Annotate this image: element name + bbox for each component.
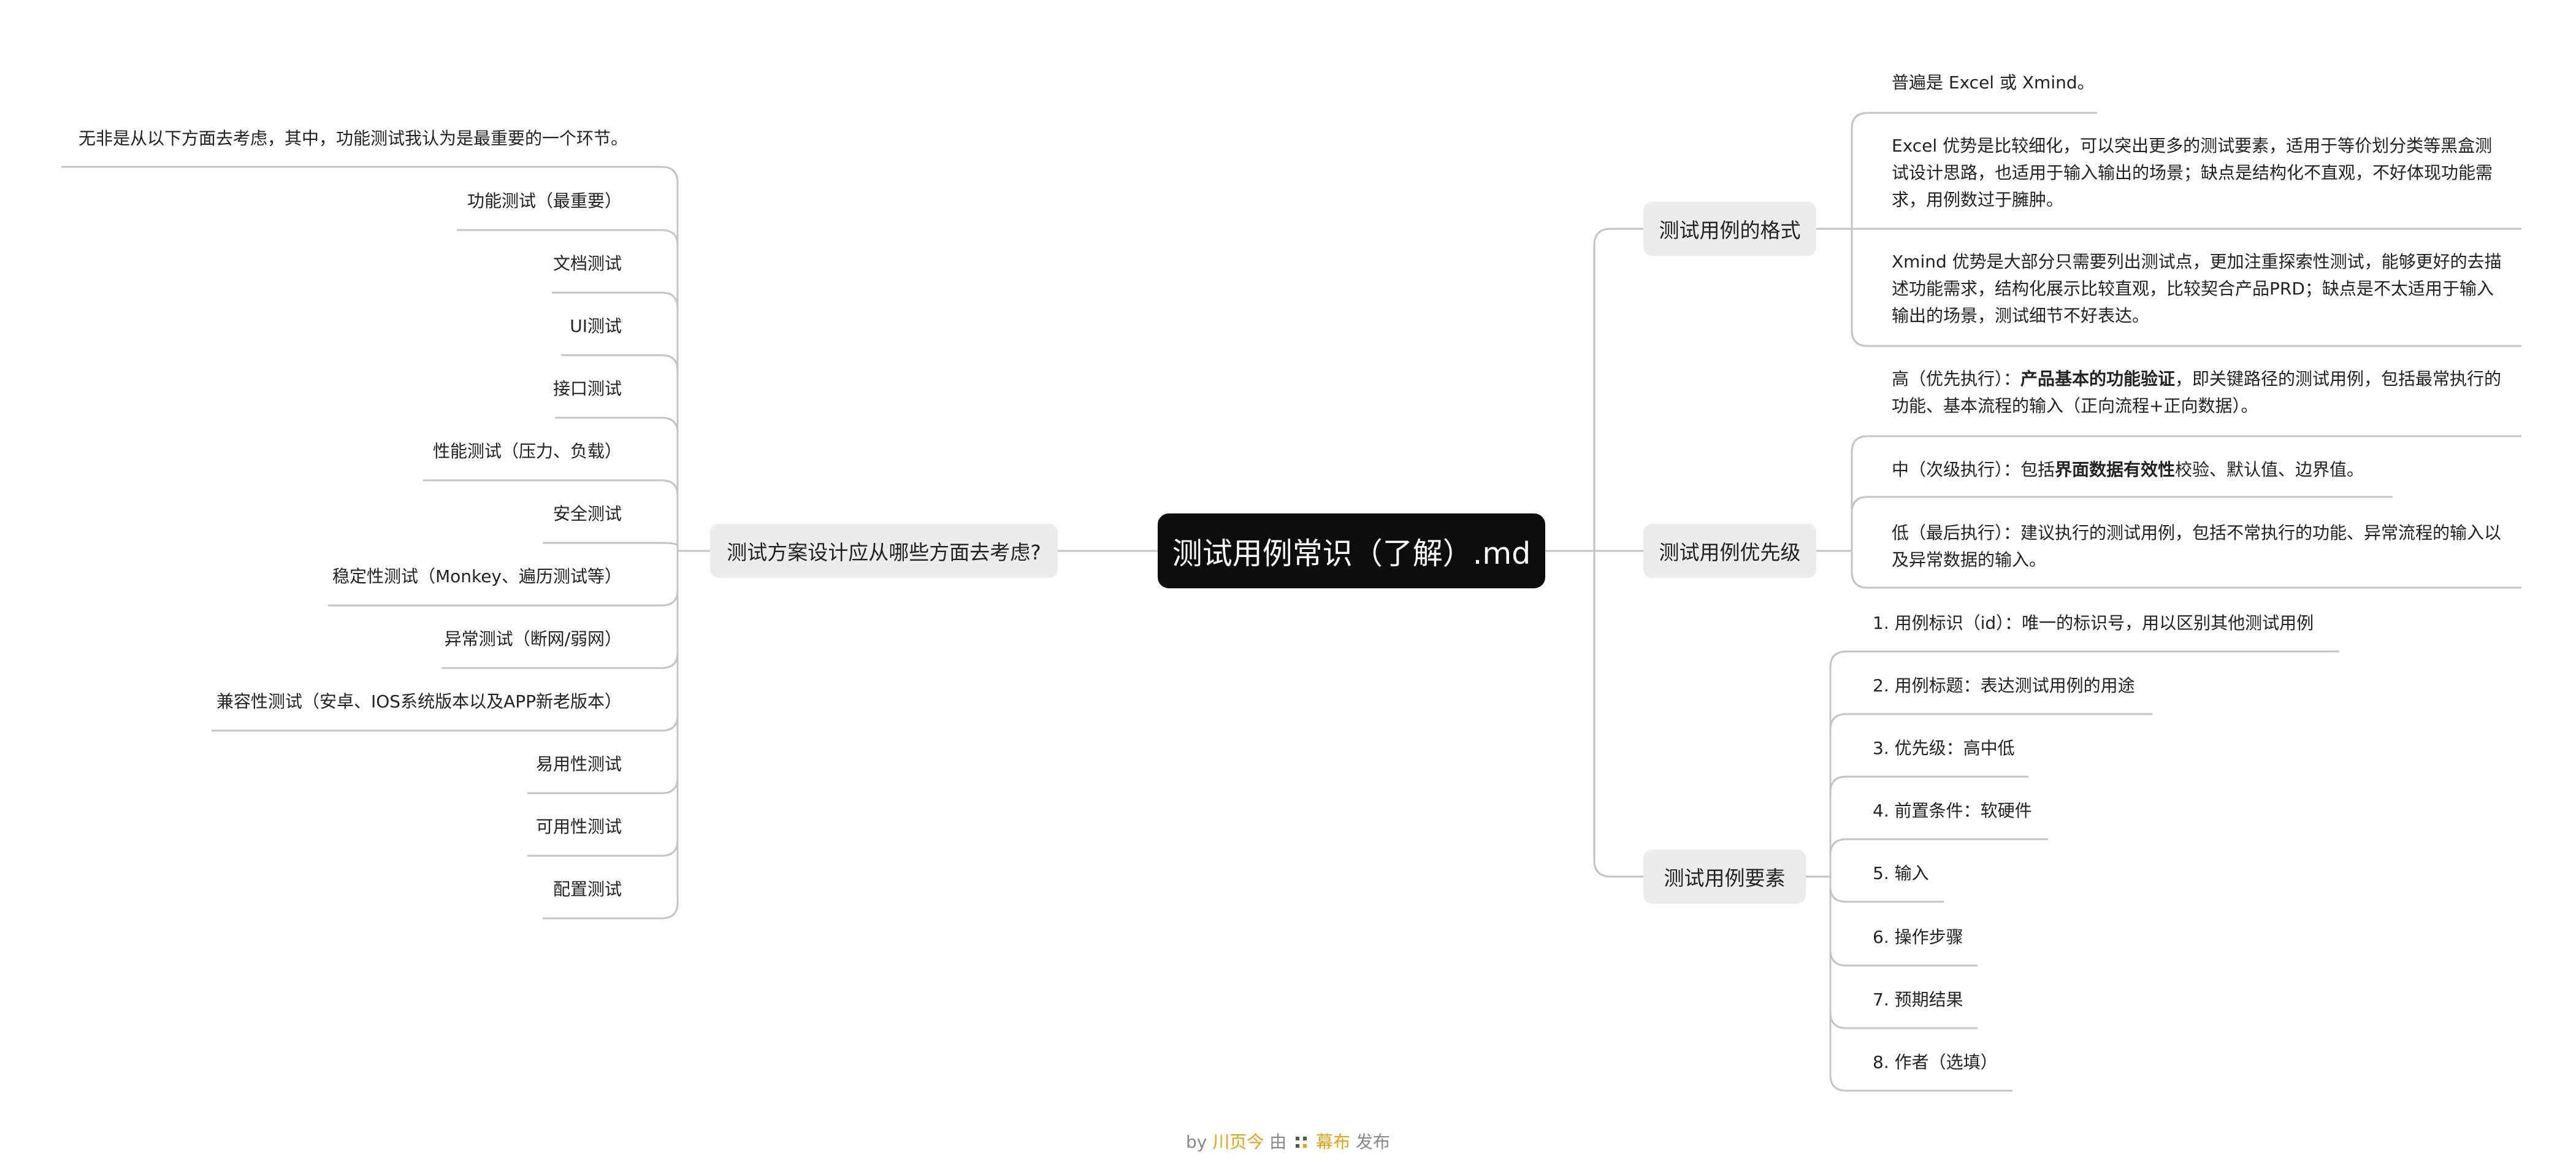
left-item-node[interactable]: 配置测试 [552,879,622,899]
footer-author-link[interactable]: 川页今 [1212,1132,1264,1152]
format-item-node[interactable]: 普遍是 Excel 或 Xmind。 [1892,72,2095,93]
left-item-node[interactable]: 文档测试 [552,253,622,274]
element-item-node[interactable]: 7. 预期结果 [1873,989,1963,1010]
root-node[interactable]: 测试用例常识（了解）.md [1158,513,1545,588]
footer-brand-link[interactable]: 幕布 [1316,1132,1351,1152]
left-item-node[interactable]: 兼容性测试（安卓、IOS系统版本以及APP新老版本） [216,691,622,712]
priority-mid-prefix: 中（次级执行）：包括 [1892,459,2055,480]
left-item-node[interactable]: 易用性测试 [535,754,622,774]
element-item-node[interactable]: 2. 用例标题：表达测试用例的用途 [1873,675,2135,696]
element-item-node[interactable]: 4. 前置条件：软硬件 [1873,801,2032,821]
left-item-node[interactable]: 接口测试 [552,378,622,399]
branch-test-design-aspects[interactable]: 测试方案设计应从哪些方面去考虑? [710,524,1058,578]
footer-by: by [1186,1132,1207,1152]
left-item-node[interactable]: 稳定性测试（Monkey、遍历测试等） [332,566,622,586]
left-item-node[interactable]: 性能测试（压力、负载） [432,441,622,461]
branch-label: 测试方案设计应从哪些方面去考虑? [727,540,1041,564]
element-item-node[interactable]: 1. 用例标识（id）：唯一的标识号，用以区别其他测试用例 [1873,613,2314,633]
footer-middle: 由 [1269,1132,1287,1152]
left-intro-node[interactable]: 无非是从以下方面去考虑，其中，功能测试我认为是最重要的一个环节。 [78,128,629,148]
priority-high-suffix: ，即关键路径的测试用例，包括最常执行的功能、基本流程的输入（正向流程+正向数据）… [1892,369,2502,416]
left-item-node[interactable]: 安全测试 [552,504,622,524]
mubu-logo-icon [1296,1137,1307,1148]
branch-label: 测试用例的格式 [1659,218,1801,242]
format-item-node[interactable]: Xmind 优势是大部分只需要列出测试点，更加注重探索性测试，能够更好的去描述功… [1892,252,2502,326]
branch-test-case-elements[interactable]: 测试用例要素 [1643,850,1806,904]
branch-test-case-priority[interactable]: 测试用例优先级 [1643,524,1816,578]
priority-high-bold: 产品基本的功能验证 [2020,369,2176,389]
branch-test-case-format[interactable]: 测试用例的格式 [1643,202,1816,256]
format-item-node[interactable]: Excel 优势是比较细化，可以突出更多的测试要素，适用于等价划分类等黑盒测试设… [1892,136,2493,210]
element-item-node[interactable]: 5. 输入 [1873,863,1929,883]
priority-high-node[interactable]: 高（优先执行）：产品基本的功能验证，即关键路径的测试用例，包括最常执行的功能、基… [1892,366,2505,420]
footer-end: 发布 [1355,1132,1390,1152]
left-item-node[interactable]: 异常测试（断网/弱网） [444,629,622,649]
publish-footer: by 川页今 由 幕布 发布 [0,1129,2576,1153]
priority-mid-bold: 界面数据有效性 [2055,459,2176,480]
element-item-node[interactable]: 6. 操作步骤 [1873,927,1963,947]
priority-mid-node[interactable]: 中（次级执行）：包括界面数据有效性校验、默认值、边界值。 [1892,456,2364,483]
priority-high-prefix: 高（优先执行）： [1892,369,2021,389]
priority-low-node[interactable]: 低（最后执行）：建议执行的测试用例，包括不常执行的功能、异常流程的输入以及异常数… [1892,523,2502,570]
left-item-node[interactable]: UI测试 [570,316,622,336]
root-title: 测试用例常识（了解）.md [1172,536,1531,571]
branch-label: 测试用例优先级 [1659,540,1801,564]
priority-mid-suffix: 校验、默认值、边界值。 [2175,459,2364,480]
left-item-node[interactable]: 可用性测试 [535,816,622,837]
element-item-node[interactable]: 3. 优先级：高中低 [1873,738,2015,758]
left-item-node[interactable]: 功能测试（最重要） [467,191,622,211]
branch-label: 测试用例要素 [1664,866,1786,890]
element-item-node[interactable]: 8. 作者（选填） [1873,1052,1998,1072]
